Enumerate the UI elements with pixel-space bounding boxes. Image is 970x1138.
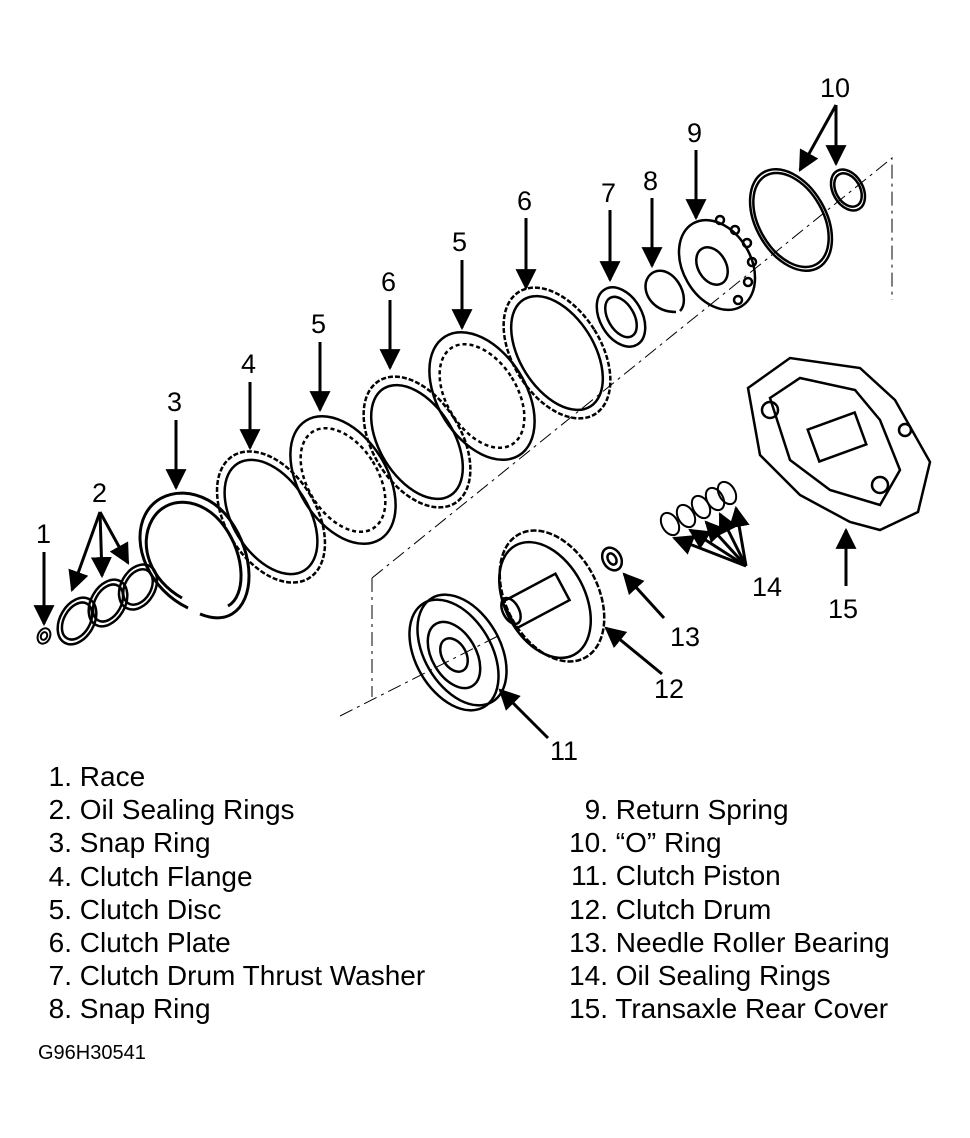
- legend-item: 12. Clutch Drum: [558, 893, 771, 926]
- callout-15: 15: [828, 594, 858, 624]
- legend-item-label: Snap Ring: [79, 827, 211, 859]
- legend-item: 10. “O” Ring: [558, 826, 722, 859]
- legend-item-number: 3.: [48, 827, 72, 859]
- legend-item-label: Clutch Flange: [79, 860, 253, 892]
- exploded-parts-diagram: 1 2 3 4 5 6 5 6 7 8 9 10 11 12 13 14 15: [33, 73, 932, 760]
- legend-item-label: Oil Sealing Rings: [615, 960, 831, 991]
- callout-6b: 6: [517, 186, 532, 216]
- legend-item: 7. Clutch Drum Thrust Washer: [38, 959, 426, 992]
- legend-item-label: Clutch Piston: [615, 860, 781, 892]
- legend-item-number: 10.: [569, 827, 608, 859]
- legend-item-number: 11.: [571, 860, 608, 892]
- legend-item-label: Oil Sealing Rings: [79, 794, 295, 826]
- part-clutch-disc-5b: [428, 330, 536, 462]
- legend-item: 2. Oil Sealing Rings: [38, 793, 295, 826]
- part-oil-sealing-rings-14: [659, 480, 738, 537]
- callout-13: 13: [670, 622, 700, 652]
- legend-item-number: 15.: [569, 993, 608, 1025]
- part-clutch-plate-6a: [362, 375, 472, 509]
- legend-item-number: 8.: [48, 993, 72, 1025]
- callout-12: 12: [654, 674, 684, 704]
- callout-14: 14: [752, 572, 782, 602]
- legend-item-label: Return Spring: [615, 794, 789, 825]
- callout-labels: 1 2 3 4 5 6 5 6 7 8 9 10 11 12 13 14 15: [36, 73, 858, 760]
- legend-item: 3. Snap Ring: [38, 826, 211, 859]
- callout-6a: 6: [381, 267, 396, 297]
- legend-item: 11. Clutch Piston: [558, 859, 781, 892]
- legend-item-number: 6.: [48, 927, 72, 958]
- legend-item-label: Needle Roller Bearing: [615, 926, 890, 958]
- legend-item-label: Transaxle Rear Cover: [615, 993, 889, 1025]
- legend-item-number: 7.: [48, 960, 72, 992]
- legend-item: 5. Clutch Disc: [38, 893, 222, 926]
- callout-1: 1: [36, 519, 51, 549]
- figure-id: G96H30541: [38, 1042, 146, 1064]
- legend-item: 15. Transaxle Rear Cover: [558, 992, 888, 1025]
- assembly-axis-lines: [339, 156, 893, 717]
- part-return-spring: [677, 214, 758, 312]
- legend-item-label: Clutch Drum: [615, 893, 772, 925]
- legend-item-label: Clutch Plate: [79, 927, 231, 958]
- callout-arrows: [33, 104, 857, 740]
- legend-item: 8. Snap Ring: [38, 992, 211, 1025]
- legend-item: 1. Race: [38, 760, 146, 793]
- legend-item-number: 9.: [584, 794, 608, 825]
- legend-item-label: Clutch Drum Thrust Washer: [79, 960, 426, 992]
- callout-3: 3: [167, 387, 182, 417]
- part-snap-ring-3: [138, 491, 251, 620]
- legend-item: 6. Clutch Plate: [38, 926, 231, 959]
- legend-item: 14. Oil Sealing Rings: [558, 959, 831, 992]
- part-clutch-drum: [497, 529, 606, 663]
- part-clutch-piston: [408, 593, 508, 712]
- legend-item-label: Snap Ring: [79, 993, 211, 1025]
- legend-item-number: 13.: [569, 926, 608, 958]
- part-transaxle-rear-cover: [746, 356, 932, 532]
- part-oil-sealing-rings-2: [56, 563, 159, 646]
- callout-7: 7: [601, 178, 616, 208]
- part-needle-roller-bearing: [600, 546, 624, 572]
- legend-item-label: Clutch Disc: [79, 893, 222, 925]
- callout-8: 8: [643, 166, 658, 196]
- legend-item-number: 1.: [48, 761, 72, 792]
- legend-item-number: 5.: [48, 893, 72, 925]
- part-snap-ring-8: [644, 269, 686, 314]
- callout-9: 9: [687, 118, 702, 148]
- callout-5a: 5: [311, 309, 326, 339]
- legend-item: 13. Needle Roller Bearing: [558, 926, 890, 959]
- legend-item-number: 12.: [569, 893, 608, 925]
- part-o-rings: [748, 168, 867, 272]
- legend-item-number: 2.: [48, 794, 72, 826]
- part-clutch-plate-6b: [502, 286, 612, 420]
- part-clutch-disc-5a: [289, 414, 397, 546]
- part-clutch-drum-thrust-washer: [595, 286, 647, 348]
- legend-item-number: 14.: [569, 960, 608, 991]
- callout-10: 10: [820, 73, 850, 103]
- callout-5b: 5: [452, 227, 467, 257]
- legend-item-label: Race: [79, 761, 146, 792]
- part-race: [36, 627, 52, 645]
- callout-4: 4: [241, 349, 256, 379]
- legend-item: 4. Clutch Flange: [38, 860, 253, 893]
- legend-item-number: 4.: [48, 860, 72, 892]
- legend-item: 9. Return Spring: [558, 793, 789, 826]
- legend-item-label: “O” Ring: [615, 827, 722, 859]
- callout-11: 11: [550, 736, 578, 760]
- callout-2: 2: [92, 478, 107, 508]
